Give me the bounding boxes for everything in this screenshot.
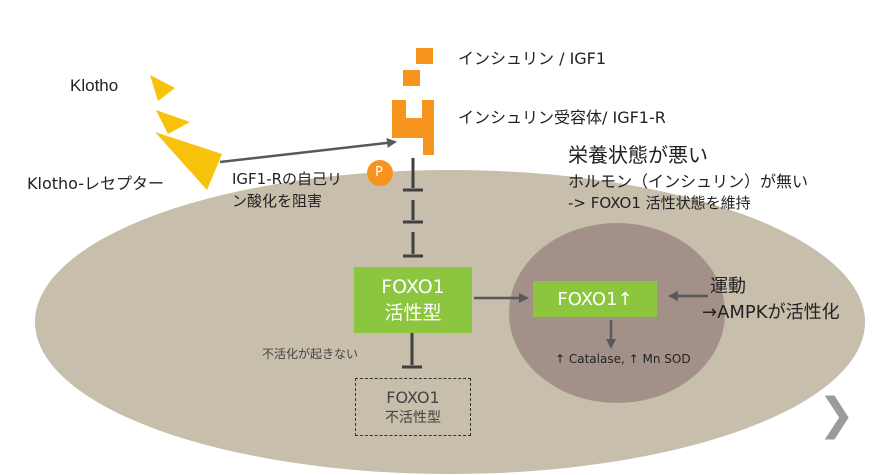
insulin-receptor-icon	[392, 100, 434, 155]
inhibit-label-line1: IGF1-Rの自己リ	[232, 170, 343, 188]
nutrition-line3: -> FOXO1 活性状態を維持	[568, 194, 751, 212]
foxo1-active-name: FOXO1	[381, 275, 445, 298]
klotho-small-icon	[150, 75, 175, 101]
foxo1-inactive-state: 不活性型	[385, 409, 441, 426]
foxo1-inactive-box: FOXO1 不活性型	[355, 378, 471, 436]
insulin-label: インシュリン / IGF1	[458, 49, 607, 68]
foxo1-nucleus-label: FOXO1↑	[557, 288, 633, 310]
klotho-receptor-large-icon	[155, 132, 222, 190]
no-inactivation-inhibit	[402, 333, 422, 369]
klotho-inhibit-arrow	[219, 137, 397, 164]
chevron-right-icon[interactable]: ❯	[818, 389, 855, 440]
foxo1-active-box: FOXO1 活性型	[354, 267, 472, 333]
klotho-receptor-label: Klotho-レセプター	[27, 174, 165, 193]
klotho-receptor-icon	[156, 110, 190, 134]
phospho-label: P	[375, 165, 383, 180]
inhibit-label-line2: ン酸化を阻害	[232, 192, 323, 210]
nutrition-line1: 栄養状態が悪い	[568, 143, 708, 167]
inhibition-chain	[403, 158, 423, 258]
insulin-bound-icon	[403, 70, 420, 86]
exercise-line2: →AMPKが活性化	[702, 302, 840, 323]
klotho-label: Klotho	[70, 76, 119, 95]
receptor-label: インシュリン受容体/ IGF1-R	[458, 108, 666, 127]
foxo1-inactive-name: FOXO1	[386, 387, 440, 407]
no-inactivation-label: 不活化が起きない	[262, 347, 359, 361]
foxo1-active-state: 活性型	[384, 301, 442, 324]
foxo1-nucleus-box: FOXO1↑	[533, 281, 657, 317]
phospho-icon	[367, 160, 393, 186]
exercise-line1: 運動	[710, 276, 746, 297]
nutrition-line2: ホルモン（インシュリン）が無い	[568, 172, 809, 191]
enzyme-label: ↑ Catalase, ↑ Mn SOD	[555, 352, 691, 366]
insulin-ligand-icon	[416, 48, 433, 64]
